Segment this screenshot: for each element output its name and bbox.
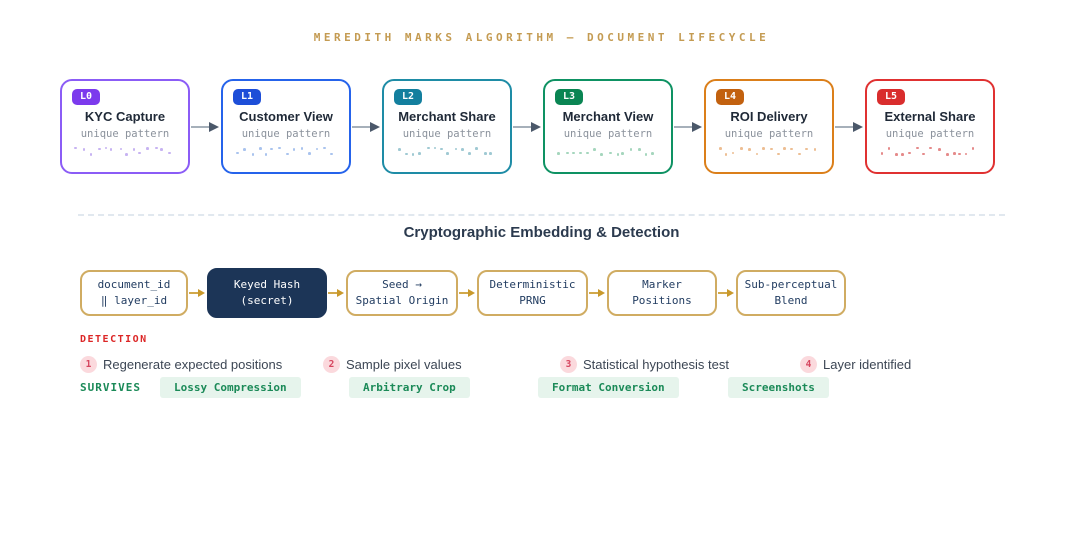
step-number-badge: 2 (323, 356, 340, 373)
stage-badge: L1 (233, 89, 262, 105)
right-arrow-icon (717, 288, 736, 298)
step-number-badge: 3 (560, 356, 577, 373)
stage-badge: L0 (72, 89, 101, 105)
stage-card-l4: L4 ROI Delivery unique pattern (704, 79, 834, 174)
embed-step-seed-origin: Seed → Spatial Origin (346, 270, 458, 316)
detection-label: DETECTION (80, 334, 148, 345)
right-arrow-icon (190, 121, 221, 133)
step-text: Statistical hypothesis test (583, 357, 729, 372)
embedding-pipeline: document_id ‖ layer_id Keyed Hash (secre… (80, 268, 846, 318)
survives-badge-format-conversion: Format Conversion (538, 377, 679, 398)
survives-label: SURVIVES (80, 381, 141, 394)
embed-step-blend: Sub-perceptual Blend (736, 270, 846, 316)
stage-subtitle: unique pattern (563, 128, 653, 140)
page-title: MEREDITH MARKS ALGORITHM — DOCUMENT LIFE… (313, 31, 770, 44)
embed-step-line1: Marker (642, 278, 682, 292)
right-arrow-icon (588, 288, 607, 298)
survives-badge-lossy-compression: Lossy Compression (160, 377, 301, 398)
stage-card-l0: L0 KYC Capture unique pattern (60, 79, 190, 174)
right-arrow-icon (512, 121, 543, 133)
embed-step-prng: Deterministic PRNG (477, 270, 588, 316)
detection-step-2: 2 Sample pixel values (323, 356, 462, 373)
stage-name: Merchant View (562, 109, 654, 124)
pattern-dots (717, 146, 821, 157)
pattern-dots (878, 146, 982, 157)
stage-subtitle: unique pattern (402, 128, 492, 140)
embed-step-line2: Positions (632, 294, 692, 307)
detection-step-1: 1 Regenerate expected positions (80, 356, 282, 373)
stage-name: External Share (884, 109, 976, 124)
stage-badge: L3 (555, 89, 584, 105)
step-text: Sample pixel values (346, 357, 462, 372)
pattern-dots (234, 146, 338, 157)
embed-step-keyed-hash: Keyed Hash (secret) (207, 268, 327, 318)
pattern-dots (395, 146, 499, 157)
embed-step-line2: Blend (774, 294, 808, 307)
embed-step-input-ids: document_id ‖ layer_id (80, 270, 188, 316)
stage-name: KYC Capture (84, 109, 166, 124)
embed-step-line2: PRNG (519, 294, 546, 307)
stage-badge: L2 (394, 89, 423, 105)
embed-step-line2: ‖ layer_id (100, 294, 168, 307)
survives-badge-screenshots: Screenshots (728, 377, 829, 398)
lifecycle-row: L0 KYC Capture unique pattern L1 Custome… (60, 79, 995, 174)
right-arrow-icon (834, 121, 865, 133)
right-arrow-icon (327, 288, 346, 298)
stage-subtitle: unique pattern (724, 128, 814, 140)
stage-subtitle: unique pattern (885, 128, 975, 140)
step-text: Regenerate expected positions (103, 357, 283, 372)
stage-badge: L4 (716, 89, 745, 105)
section-divider (78, 214, 1005, 216)
stage-card-l1: L1 Customer View unique pattern (221, 79, 351, 174)
right-arrow-icon (351, 121, 382, 133)
stage-badge: L5 (877, 89, 906, 105)
embed-step-line2: Spatial Origin (355, 294, 449, 307)
detection-step-3: 3 Statistical hypothesis test (560, 356, 729, 373)
right-arrow-icon (458, 288, 477, 298)
detection-step-4: 4 Layer identified (800, 356, 911, 373)
pattern-dots (73, 146, 177, 157)
stage-subtitle: unique pattern (80, 128, 170, 140)
embed-step-line2: (secret) (240, 294, 294, 307)
stage-name: Customer View (239, 109, 333, 124)
stage-card-l3: L3 Merchant View unique pattern (543, 79, 673, 174)
stage-card-l5: L5 External Share unique pattern (865, 79, 995, 174)
right-arrow-icon (188, 288, 207, 298)
embed-step-line1: document_id (97, 278, 171, 292)
stage-subtitle: unique pattern (241, 128, 331, 140)
stage-name: ROI Delivery (730, 109, 808, 124)
right-arrow-icon (673, 121, 704, 133)
section-heading: Cryptographic Embedding & Detection (403, 224, 680, 241)
embed-step-line1: Sub-perceptual (744, 278, 838, 292)
embed-step-line1: Deterministic (489, 278, 576, 292)
pattern-dots (556, 146, 660, 157)
embed-step-line1: Keyed Hash (233, 278, 301, 292)
step-text: Layer identified (823, 357, 912, 372)
embed-step-line1: Seed → (382, 278, 422, 292)
survives-badge-arbitrary-crop: Arbitrary Crop (349, 377, 470, 398)
stage-card-l2: L2 Merchant Share unique pattern (382, 79, 512, 174)
stage-name: Merchant Share (398, 109, 496, 124)
step-number-badge: 4 (800, 356, 817, 373)
embed-step-marker-positions: Marker Positions (607, 270, 717, 316)
step-number-badge: 1 (80, 356, 97, 373)
